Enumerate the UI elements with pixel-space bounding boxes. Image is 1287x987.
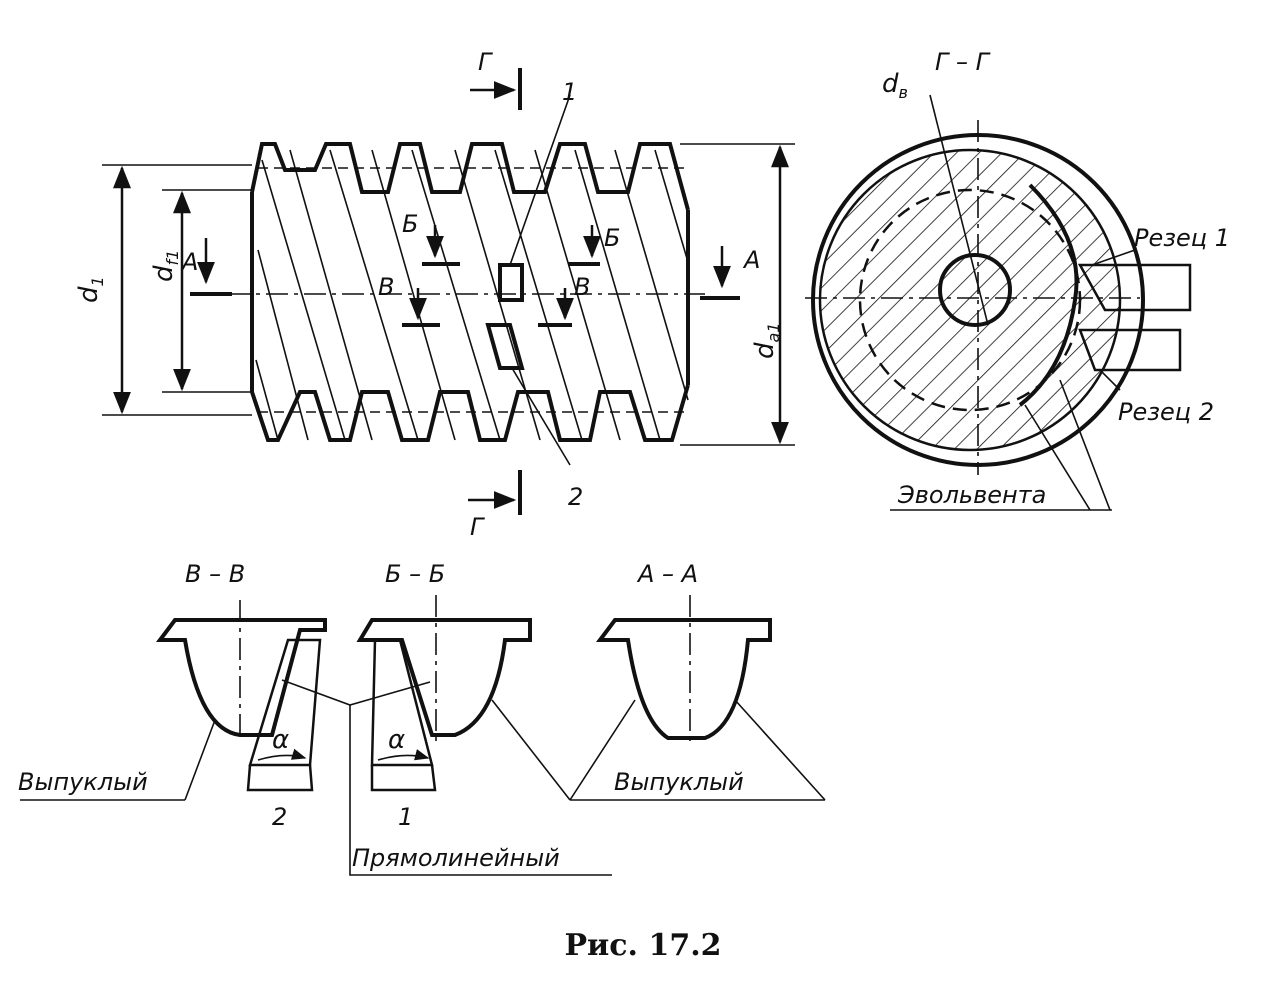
profile-tool-1-label: 1 <box>398 803 413 831</box>
section-b-left-label: Б <box>402 210 418 238</box>
bb-profile <box>356 618 532 737</box>
figure-caption: Рис. 17.2 <box>564 928 721 963</box>
d1-label: d1 <box>74 276 107 303</box>
cutter-2-label: Резец 2 <box>1118 398 1214 426</box>
section-v-right-label: В <box>574 273 590 301</box>
cutter-2-shape <box>1078 328 1182 372</box>
df1-label: df1 <box>149 250 182 282</box>
tool-2-label: 2 <box>568 483 583 511</box>
section-g-view: Г – Г dв Резец 1 Резец 2 Эвольвента <box>805 48 1230 511</box>
section-g-title: Г – Г <box>935 48 991 76</box>
cutter-1-shape <box>1077 263 1192 312</box>
section-g-bottom-label: Г <box>470 513 485 541</box>
tool-1 <box>498 263 524 302</box>
straight-label: Прямолинейный <box>352 844 560 872</box>
aa-profile <box>596 618 772 740</box>
profile-sections: В – В Б – Б А – А Выпуклый Выпуклый Прям… <box>18 560 826 876</box>
tool-2 <box>485 323 525 370</box>
vv-title: В – В <box>185 560 245 588</box>
section-a-right-label: A <box>742 246 760 274</box>
profile-tool-2-label: 2 <box>272 803 287 831</box>
db-label: dв <box>882 69 908 102</box>
section-a-left-label: A <box>180 248 198 276</box>
da1-label: da1 <box>750 323 783 360</box>
section-g-top-label: Г <box>478 48 493 76</box>
worm-bottom-profile <box>250 384 690 442</box>
section-b-right-label: Б <box>604 224 620 252</box>
worm-top-profile <box>250 142 690 211</box>
hatched-core <box>820 150 1120 450</box>
convex-left-label: Выпуклый <box>18 768 148 796</box>
cutter-1-label: Резец 1 <box>1134 224 1230 252</box>
base-circle <box>938 253 1012 327</box>
aa-title: А – А <box>636 560 698 588</box>
vv-profile <box>156 618 327 737</box>
involute-label: Эвольвента <box>897 481 1046 509</box>
alpha-right: α <box>388 725 405 755</box>
alpha-left: α <box>272 725 289 755</box>
section-v-left-label: В <box>378 273 394 301</box>
worm-side-view: d1 df1 da1 A A Б Б В В Г Г 1 2 <box>74 48 795 541</box>
bb-title: Б – Б <box>385 560 445 588</box>
tool-1-label: 1 <box>562 78 577 106</box>
convex-right-label: Выпуклый <box>614 768 744 796</box>
